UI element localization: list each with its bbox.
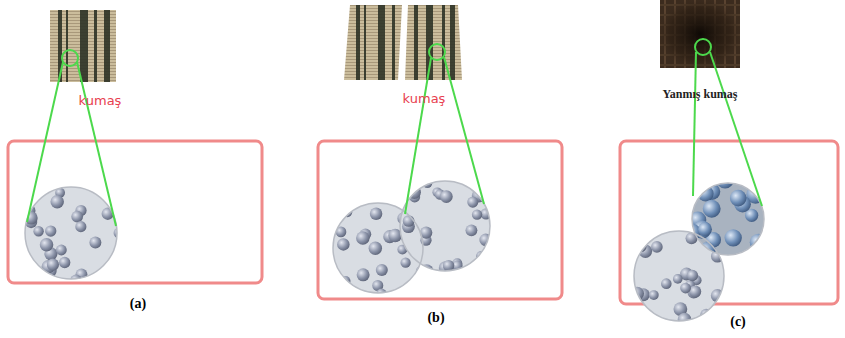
- burnt-swatch: [660, 0, 740, 68]
- fabric-swatch: [50, 10, 116, 82]
- fabric-label: kumaş: [79, 94, 122, 108]
- panel-label: (a): [130, 296, 146, 311]
- zoom-marker: [27, 39, 762, 226]
- panel-label: (b): [427, 310, 444, 325]
- fabric-swatch: [344, 5, 462, 80]
- panel-label: (c): [730, 314, 746, 329]
- fabric-label: kumaş: [403, 92, 446, 106]
- fabric-label: Yanmış kumaş: [662, 88, 737, 101]
- magnified-view: [25, 181, 764, 321]
- frame: [318, 141, 562, 299]
